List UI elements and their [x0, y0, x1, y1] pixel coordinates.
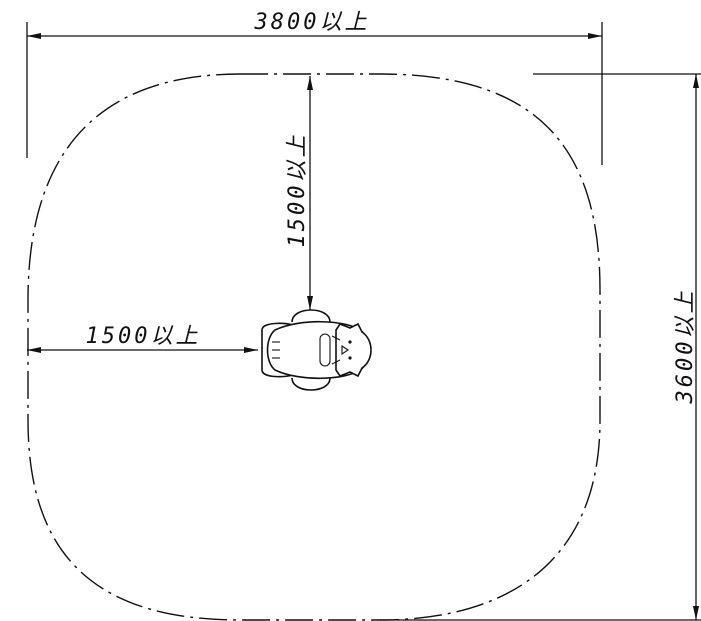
- dimension-label-right: 3600以上: [673, 289, 698, 405]
- whisker: [331, 335, 341, 341]
- arrow-top: [693, 74, 699, 88]
- arrow-left-end: [27, 347, 41, 353]
- whisker: [331, 359, 341, 365]
- animal-head: [335, 322, 372, 378]
- arrow-left: [27, 33, 41, 39]
- arrow-center-up: [307, 76, 313, 90]
- dimension-label-center-left: 1500以上: [86, 324, 201, 349]
- dimension-top: 3800以上: [26, 10, 603, 165]
- dimension-label-top: 3800以上: [254, 10, 370, 35]
- eye-icon: [348, 356, 352, 360]
- dimension-right: 3600以上: [380, 73, 701, 621]
- arrow-right-end: [244, 347, 258, 353]
- arrow-center-down: [307, 296, 313, 310]
- handle-bar: [319, 333, 331, 367]
- spring-rider-equipment: [261, 309, 372, 391]
- nose-icon: [341, 344, 349, 356]
- footrest-bottom: [291, 377, 331, 391]
- dimension-label-center-top: 1500以上: [285, 133, 310, 248]
- dimension-center-left: 1500以上: [27, 324, 258, 353]
- arrow-right: [588, 33, 602, 39]
- arrow-bottom: [693, 606, 699, 620]
- footrest-top: [291, 309, 331, 323]
- eye-icon: [348, 340, 352, 344]
- dimension-center-top: 1500以上: [285, 76, 313, 310]
